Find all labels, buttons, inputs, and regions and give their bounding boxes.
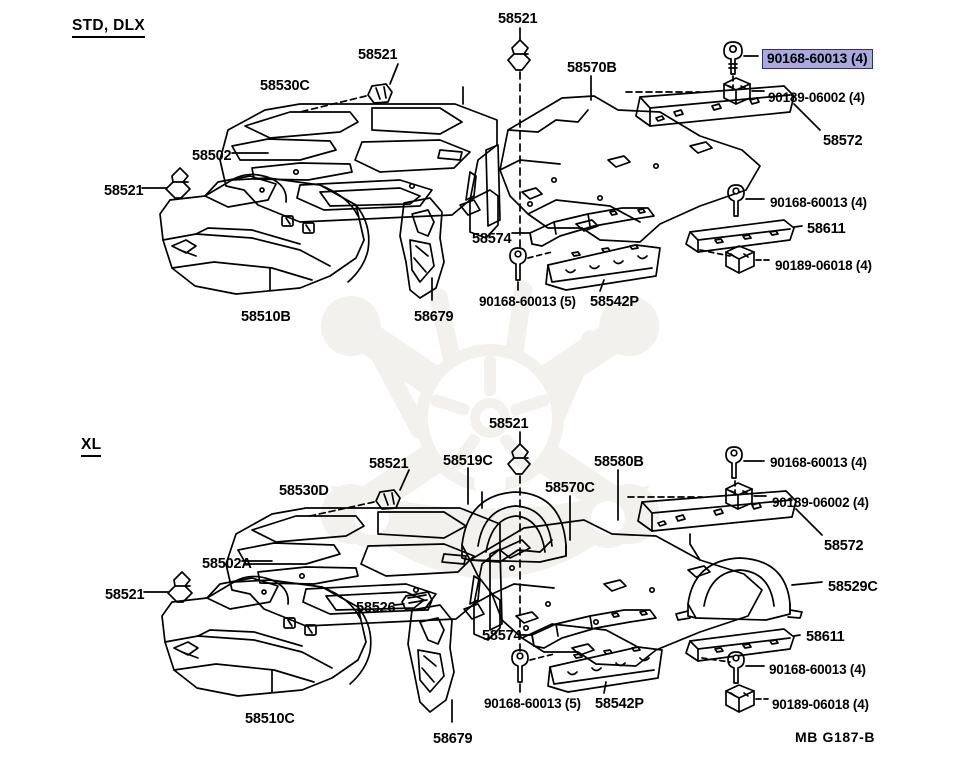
callout-xl-58570c[interactable]: 58570C — [545, 480, 595, 496]
callout-xl-58679[interactable]: 58679 — [433, 731, 473, 747]
callout-xl-58572[interactable]: 58572 — [824, 538, 864, 554]
callout-xl-58521-far-left[interactable]: 58521 — [105, 587, 145, 603]
bolt-90168-60013-xl-b — [727, 651, 745, 684]
part-58574-bracket — [529, 207, 655, 247]
callout-xl-58574[interactable]: 58574 — [482, 628, 522, 644]
part-58502-rear-extension — [469, 144, 501, 239]
part-58580b-floor-pan-xl — [469, 519, 763, 667]
part-58572-cross-rail — [635, 85, 795, 127]
callout-xl-90168-60013-b[interactable]: 90168-60013 (4) — [769, 662, 866, 677]
callout-std-58521-far-left[interactable]: 58521 — [104, 183, 144, 199]
callout-std-58510b[interactable]: 58510B — [241, 309, 291, 325]
callout-std-58521-top[interactable]: 58521 — [498, 11, 538, 27]
part-58611-bar — [685, 219, 795, 253]
bolt-90168-60013-std-b — [727, 184, 745, 217]
callout-xl-58521-top[interactable]: 58521 — [489, 416, 529, 432]
callout-std-58611[interactable]: 58611 — [807, 221, 846, 237]
callout-xl-58529c[interactable]: 58529C — [828, 579, 878, 595]
section-title-std-dlx: STD, DLX — [72, 17, 146, 38]
callout-xl-58502a[interactable]: 58502A — [202, 556, 252, 572]
part-58521-clip-std-top — [507, 39, 531, 71]
nut-90189-06002-xl — [725, 482, 753, 510]
nut-90189-06018-xl — [725, 684, 755, 713]
callout-std-90189-06002[interactable]: 90189-06002 (4) — [768, 90, 865, 105]
bolt-90168-60013-std-a — [723, 41, 743, 75]
callout-xl-58530d[interactable]: 58530D — [279, 483, 329, 499]
footer-code: MB G187-B — [795, 729, 876, 745]
callout-std-90189-06018[interactable]: 90189-06018 (4) — [775, 258, 872, 273]
callout-xl-90189-06018[interactable]: 90189-06018 (4) — [772, 697, 869, 712]
callout-std-58570b[interactable]: 58570B — [567, 60, 617, 76]
callout-std-58521-left[interactable]: 58521 — [358, 47, 398, 63]
part-58679-trim-panel-xl — [407, 604, 455, 713]
callout-std-90168-60013-b[interactable]: 90168-60013 (4) — [770, 195, 867, 210]
part-58502-front-carpet — [219, 103, 498, 223]
part-58521-clip-std-left — [367, 83, 393, 104]
callout-xl-58611[interactable]: 58611 — [806, 629, 845, 645]
callout-std-90168-60013-c[interactable]: 90168-60013 (5) — [479, 294, 576, 309]
part-58611-bar-xl — [685, 628, 795, 662]
callout-xl-90168-60013-a[interactable]: 90168-60013 (4) — [770, 455, 867, 470]
callout-xl-58542p[interactable]: 58542P — [595, 696, 644, 712]
callout-xl-58510c[interactable]: 58510C — [245, 711, 295, 727]
part-58502a-front-carpet — [225, 507, 503, 641]
highlighted-part-number[interactable]: 90168-60013 (4) — [762, 49, 873, 69]
part-58521-clip-xl-left — [375, 489, 401, 510]
part-58519c-arch-cover — [461, 491, 567, 563]
nut-90189-06018-std — [725, 245, 755, 274]
part-58526-clip — [401, 591, 433, 611]
part-58679-trim-panel — [399, 197, 445, 299]
bolt-90168-60013-std-c — [509, 247, 527, 281]
part-58529c-wheel-housing — [675, 557, 803, 621]
callout-xl-58580b[interactable]: 58580B — [594, 454, 644, 470]
part-58521-clip-xl-top — [507, 443, 531, 475]
callout-xl-58526[interactable]: 58526 — [356, 600, 396, 616]
part-58570b-floor-pan — [499, 95, 761, 243]
callout-std-58530c[interactable]: 58530C — [260, 78, 310, 94]
callout-xl-58521-left[interactable]: 58521 — [369, 456, 409, 472]
callout-std-90168-60013-a[interactable]: 90168-60013 (4) — [762, 49, 873, 69]
callout-xl-90168-60013-c[interactable]: 90168-60013 (5) — [484, 696, 581, 711]
callout-std-58574[interactable]: 58574 — [472, 231, 512, 247]
part-58542p-plate-xl — [547, 646, 663, 694]
part-58572-cross-rail-xl — [637, 490, 797, 532]
part-58542p-plate — [545, 244, 661, 292]
bolt-90168-60013-xl-c — [511, 649, 529, 683]
part-58521-clip-std-farleft — [165, 167, 191, 199]
part-58521-clip-xl-farleft — [167, 571, 193, 603]
part-58510c-floor-mat — [161, 575, 372, 697]
callout-std-58502[interactable]: 58502 — [192, 148, 232, 164]
callout-std-58542p[interactable]: 58542P — [590, 294, 639, 310]
part-58574-bracket-xl — [531, 609, 657, 649]
callout-std-58572[interactable]: 58572 — [823, 133, 863, 149]
part-58510b-floor-mat — [159, 173, 370, 295]
callout-xl-90189-06002[interactable]: 90189-06002 (4) — [772, 495, 869, 510]
bolt-90168-60013-xl-a — [725, 446, 743, 479]
callout-std-58679[interactable]: 58679 — [414, 309, 454, 325]
callout-xl-58519c[interactable]: 58519C — [443, 453, 493, 469]
nut-90189-06002-std — [723, 77, 751, 105]
section-title-xl: XL — [81, 436, 102, 457]
